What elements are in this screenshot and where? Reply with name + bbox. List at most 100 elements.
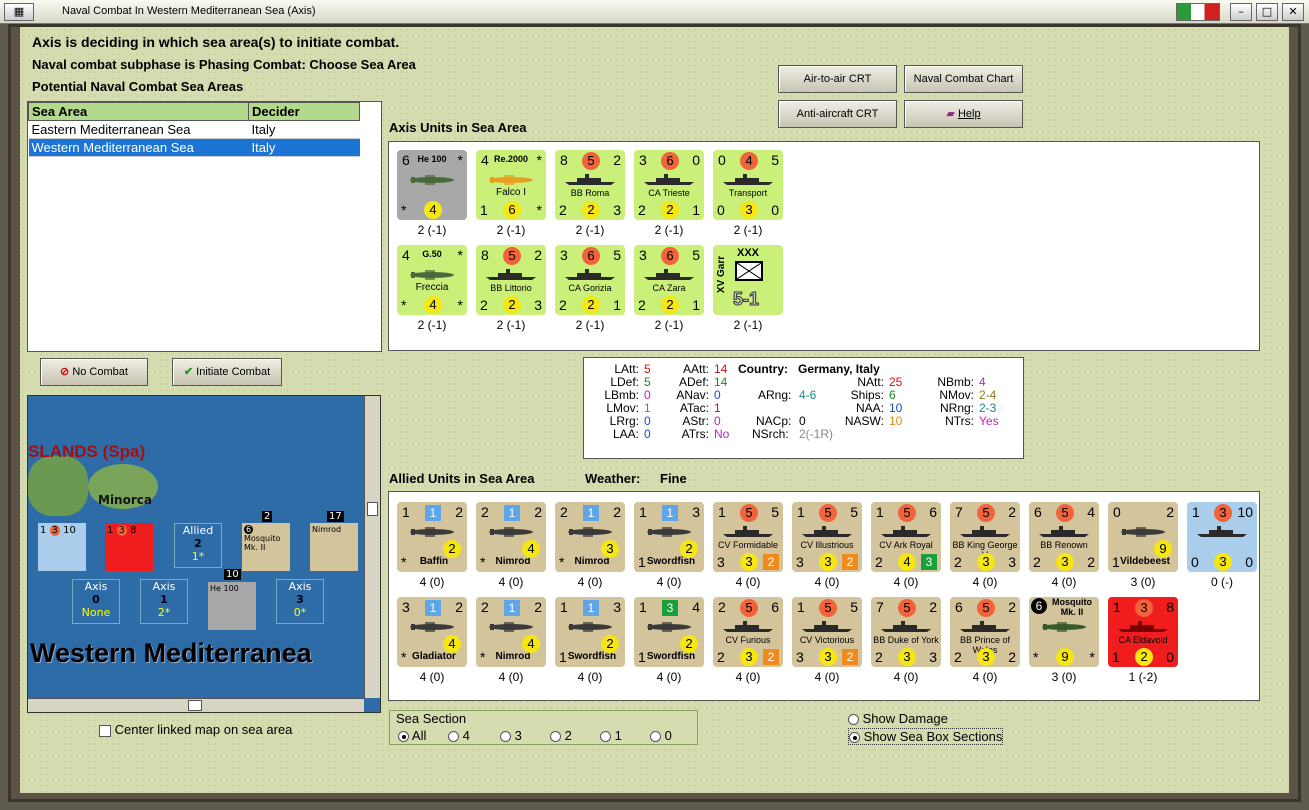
stats-panel: LAtt:5 LDef:5 LBmb:0 LMov:1 LRrg:0 LAA:0… <box>583 357 1024 459</box>
naval-combat-chart-button[interactable]: Naval Combat Chart <box>904 65 1023 93</box>
stat-value: 14 <box>714 362 728 376</box>
show-sea-box-sections-radio[interactable]: Show Sea Box Sections <box>848 728 1004 745</box>
col-sea-area[interactable]: Sea Area <box>28 102 249 121</box>
vertical-scrollbar[interactable] <box>364 396 380 698</box>
sea-section-legend: Sea Section <box>396 711 467 726</box>
air-to-air-crt-button[interactable]: Air-to-air CRT <box>778 65 897 93</box>
map-counter[interactable]: 1 3 10 <box>38 523 86 571</box>
radio-4[interactable]: 4 <box>448 728 470 743</box>
stat-label: LDef: <box>610 375 639 389</box>
unit-value: 4 (0) <box>893 670 919 684</box>
stat-value: 14 <box>714 375 728 389</box>
unit-value: 4 (0) <box>1051 575 1077 589</box>
unit-value: 2 (-1) <box>654 223 684 237</box>
radio-0[interactable]: 0 <box>650 728 672 743</box>
stat-value: 4-6 <box>799 388 817 402</box>
stat-value: 1 <box>644 401 651 415</box>
menu-icon[interactable]: ▦ <box>4 3 34 21</box>
maximize-icon[interactable]: □ <box>1256 3 1278 21</box>
map-counter[interactable]: Nimrod <box>310 523 358 571</box>
no-icon: ⊘ <box>60 366 73 378</box>
unit-value: 2 (-1) <box>575 318 605 332</box>
sea-areas-heading: Potential Naval Combat Sea Areas <box>32 79 244 94</box>
allied-units-heading: Allied Units in Sea Area <box>389 471 535 486</box>
unit-value: 2 (-1) <box>417 318 447 332</box>
stat-value: 0 <box>644 388 651 402</box>
plane-icon <box>563 619 617 633</box>
minorca-shape <box>88 464 158 509</box>
map-counter[interactable]: 6 Mosquito Mk. II <box>242 523 290 571</box>
subphase-line: Naval combat subphase is Phasing Combat:… <box>32 57 416 72</box>
map-counter[interactable]: 1 3 8 <box>105 523 153 571</box>
map-counter[interactable]: He 100 <box>208 582 256 630</box>
horizontal-scrollbar[interactable] <box>28 698 364 712</box>
center-map-checkbox[interactable]: Center linked map on sea area <box>99 722 292 737</box>
unit-value: 4 (0) <box>893 575 919 589</box>
minimize-icon[interactable]: – <box>1230 3 1252 21</box>
ship-icon <box>879 619 933 633</box>
close-icon[interactable]: ✕ <box>1282 3 1304 21</box>
stat-label: NTrs: <box>945 414 974 428</box>
scroll-thumb[interactable] <box>188 700 202 711</box>
unit-value: 2 (-1) <box>654 318 684 332</box>
minorca-label: Minorca <box>98 493 152 507</box>
no-combat-button[interactable]: ⊘ No Combat <box>40 358 148 386</box>
anti-aircraft-crt-button[interactable]: Anti-aircraft CRT <box>778 100 897 128</box>
radio-1[interactable]: 1 <box>600 728 622 743</box>
initiate-combat-button[interactable]: ✔ Initiate Combat <box>172 358 282 386</box>
ship-icon <box>1037 524 1091 538</box>
axis-units-heading: Axis Units in Sea Area <box>389 120 527 135</box>
show-damage-radio[interactable]: Show Damage <box>848 711 948 726</box>
scroll-thumb[interactable] <box>367 502 378 516</box>
unit-value: 2 (-1) <box>417 223 447 237</box>
radio-3[interactable]: 3 <box>500 728 522 743</box>
radio-2[interactable]: 2 <box>550 728 572 743</box>
col-decider[interactable]: Decider <box>248 102 360 121</box>
help-button[interactable]: ▰ Help <box>904 100 1023 128</box>
unit-value: 2 (-1) <box>496 318 526 332</box>
stat-label: ANav: <box>676 388 709 402</box>
stat-label: ATrs: <box>681 427 709 441</box>
radio-all[interactable]: All <box>398 728 426 743</box>
sea-area-map[interactable]: SLANDS (Spa) Minorca 1 3 10 1 3 8 Allied… <box>27 395 381 713</box>
stat-label: NASW: <box>844 414 884 428</box>
